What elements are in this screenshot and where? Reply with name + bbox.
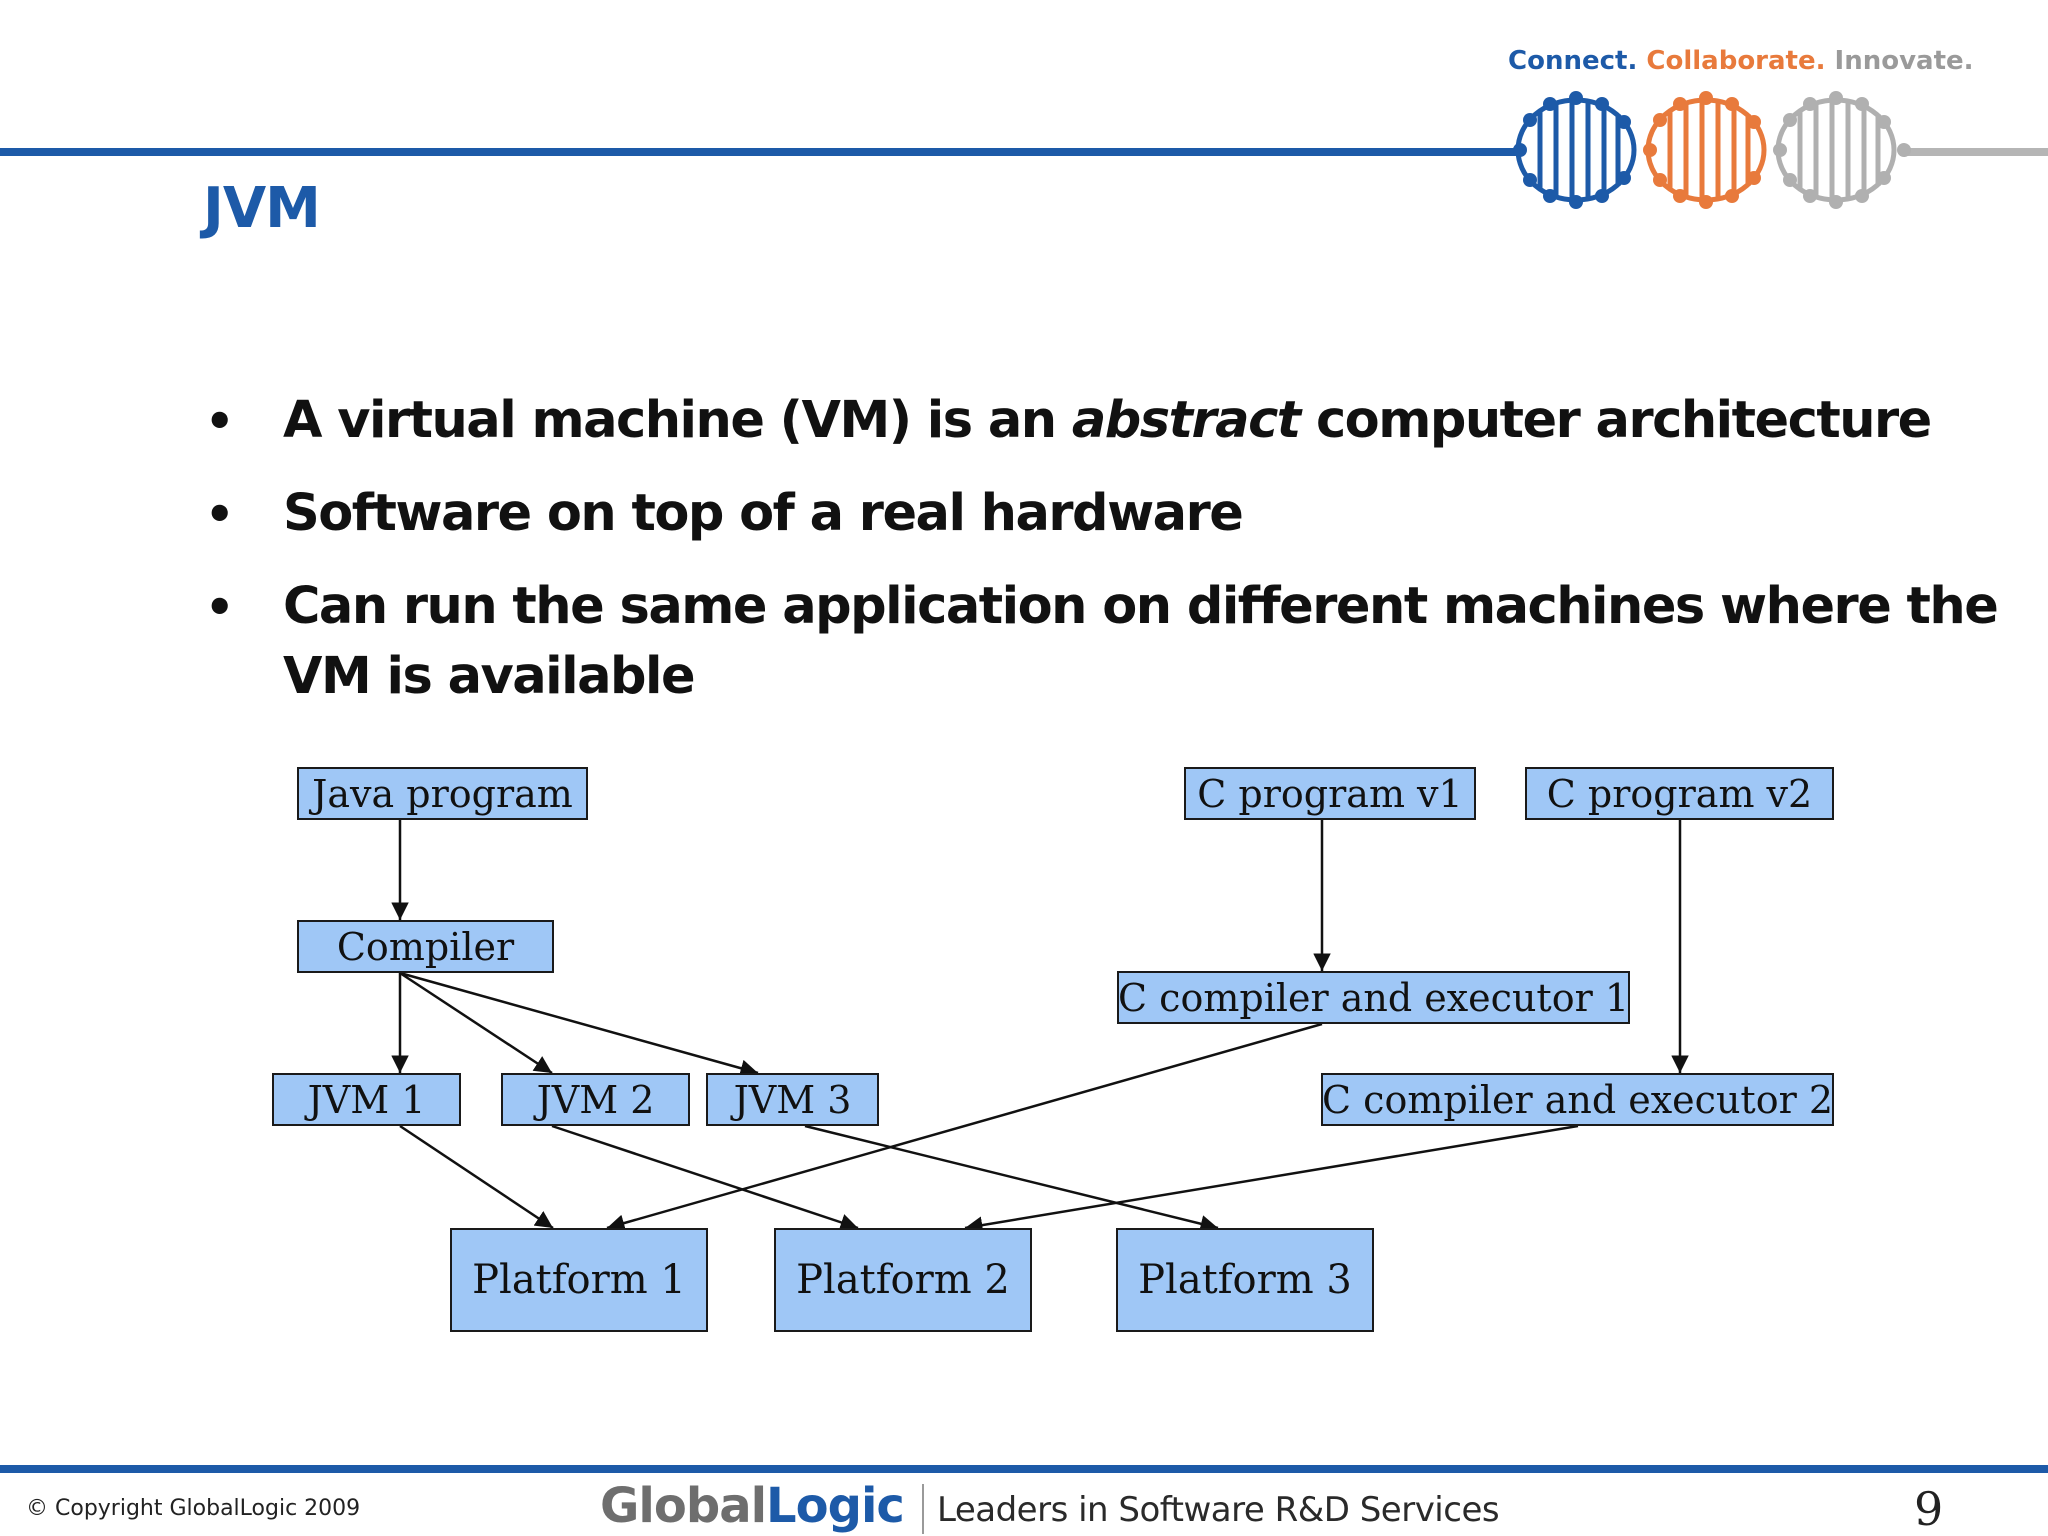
brand-divider (922, 1484, 924, 1534)
bullet-3-text: Can run the same application on differen… (283, 577, 1999, 706)
dna-helix-logo-icon (1513, 91, 1911, 209)
bullet-icon: • (205, 487, 234, 541)
bullet-1-text-b: computer architecture (1299, 391, 1932, 450)
bullet-item: • A virtual machine (VM) is an abstract … (205, 386, 2035, 456)
box-jvm-2: JVM 2 (501, 1073, 690, 1126)
box-platform-1: Platform 1 (450, 1228, 708, 1332)
bullet-item: • Can run the same application on differ… (205, 572, 2035, 712)
box-c-compiler-executor-1: C compiler and executor 1 (1117, 971, 1630, 1024)
bullet-list: • A virtual machine (VM) is an abstract … (205, 386, 2035, 735)
bullet-icon: • (205, 394, 234, 448)
footer-rule (0, 1465, 2048, 1473)
arrow-executor1-to-platform1 (606, 1022, 1323, 1232)
box-c-compiler-executor-2: C compiler and executor 2 (1321, 1073, 1834, 1126)
tagline-innovate: Innovate. (1834, 46, 1974, 76)
box-jvm-3-label: JVM 3 (733, 1077, 852, 1122)
box-jvm-2-label: JVM 2 (536, 1077, 655, 1122)
arrow-executor2-to-platform2 (964, 1124, 1579, 1234)
box-jvm-3: JVM 3 (706, 1073, 879, 1126)
box-compiler: Compiler (297, 920, 554, 973)
box-platform-3: Platform 3 (1116, 1228, 1374, 1332)
box-java-program: Java program (297, 767, 588, 820)
header-rule-tail (1900, 148, 2048, 156)
arrow-jvm3-to-platform3 (804, 1124, 1219, 1233)
bullet-1-emphasis: abstract (1071, 391, 1301, 450)
header-rule (0, 148, 1520, 156)
box-platform-3-label: Platform 3 (1138, 1257, 1352, 1303)
box-c-compiler-executor-2-label: C compiler and executor 2 (1322, 1077, 1833, 1122)
copyright-text: © Copyright GlobalLogic 2009 (26, 1496, 361, 1521)
box-platform-1-label: Platform 1 (472, 1257, 686, 1303)
brand-logo-part-a: Global (600, 1478, 767, 1534)
bullet-1-text-a: A virtual machine (VM) is an (283, 391, 1072, 450)
brand-tagline: Leaders in Software R&D Services (937, 1490, 1500, 1530)
box-c-program-v2: C program v2 (1525, 767, 1834, 820)
tagline-collaborate: Collaborate. (1646, 46, 1826, 76)
slide-title: JVM (203, 176, 321, 241)
box-platform-2: Platform 2 (774, 1228, 1032, 1332)
header-tagline: Connect. Collaborate. Innovate. (1508, 46, 1974, 76)
arrow-jvm2-to-platform2 (551, 1124, 859, 1231)
box-c-program-v1-label: C program v1 (1197, 771, 1463, 816)
arrow-compiler-to-jvm3 (399, 971, 759, 1077)
arrow-compiler-to-jvm2 (399, 971, 553, 1075)
box-java-program-label: Java program (312, 771, 573, 816)
page-number: 9 (1914, 1482, 1944, 1536)
arrow-jvm1-to-platform1 (399, 1124, 554, 1230)
box-compiler-label: Compiler (336, 924, 515, 969)
brand-logo: GlobalLogic (600, 1478, 905, 1534)
box-jvm-1-label: JVM 1 (307, 1077, 426, 1122)
bullet-2-text: Software on top of a real hardware (283, 484, 1244, 543)
bullet-icon: • (205, 580, 234, 634)
tagline-connect: Connect. (1508, 46, 1638, 76)
box-c-program-v1: C program v1 (1184, 767, 1476, 820)
box-jvm-1: JVM 1 (272, 1073, 461, 1126)
brand-logo-part-b: Logic (766, 1478, 905, 1534)
bullet-item: • Software on top of a real hardware (205, 479, 2035, 549)
box-c-program-v2-label: C program v2 (1546, 771, 1813, 816)
box-platform-2-label: Platform 2 (796, 1257, 1010, 1303)
box-c-compiler-executor-1-label: C compiler and executor 1 (1118, 975, 1629, 1020)
